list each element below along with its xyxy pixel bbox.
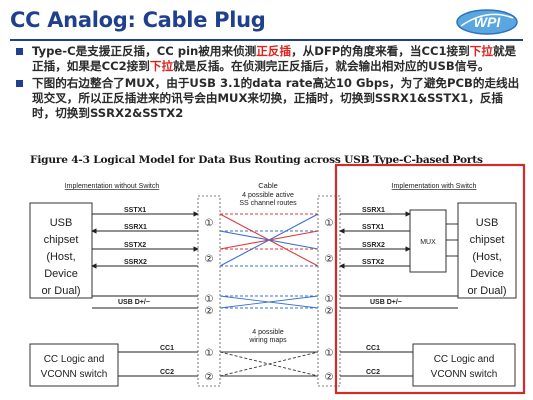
right-signal-label: SSTX1 bbox=[362, 224, 384, 231]
left-cc-logic-line2: VCONN switch bbox=[41, 369, 108, 380]
chipset-label-line: (Host, bbox=[472, 251, 501, 263]
plug-position-mark: ① bbox=[205, 218, 214, 229]
chipset-label-line: (Host, bbox=[46, 251, 75, 263]
cable-heading: Cable bbox=[258, 181, 278, 190]
routes-note-line2: SS channel routes bbox=[239, 200, 297, 207]
highlighted-text: 正反插 bbox=[256, 44, 292, 58]
chipset-label-line: Device bbox=[470, 268, 504, 280]
slide-title: CC Analog: Cable Plug bbox=[10, 8, 266, 32]
logo-text: WPI bbox=[474, 14, 502, 30]
wiring-note-line1: 4 possible bbox=[252, 329, 284, 336]
right-usb-chipset-label: USB chipset (Host, Device or Dual) bbox=[467, 217, 506, 297]
right-plug bbox=[317, 195, 341, 387]
cc-route-line bbox=[219, 351, 319, 377]
logo-swoosh bbox=[460, 13, 514, 27]
bullet-text: 就是正插，如果是CC2接到 bbox=[32, 44, 517, 73]
right-signal-label: SSRX1 bbox=[362, 207, 385, 214]
plug-position-mark: ② bbox=[325, 254, 334, 265]
signal-wires: SSTX1SSRX1SSTX2SSRX2SSRX1SSTX1SSRX2SSTX2… bbox=[91, 207, 458, 377]
highlighted-text: 下拉 bbox=[149, 59, 174, 73]
left-signal-label: SSTX1 bbox=[124, 207, 146, 214]
left-heading: Implementation without Switch bbox=[65, 183, 160, 190]
right-cc-logic-line2: VCONN switch bbox=[431, 369, 498, 380]
right-cc2-label: CC2 bbox=[366, 369, 380, 376]
mux-box bbox=[409, 209, 447, 273]
plug-position-mark: ① bbox=[205, 348, 214, 359]
plug-position-mark: ② bbox=[325, 306, 334, 317]
left-cc1-label: CC1 bbox=[160, 345, 174, 352]
chipset-label-line: or Dual) bbox=[467, 285, 506, 297]
chipset-label-line: USB bbox=[476, 217, 499, 229]
bullet-list: Type-C是支援正反插，CC pin被用来侦测正反插，从DFP的角度来看，当C… bbox=[10, 44, 525, 123]
figure-caption: Figure 4-3 Logical Model for Data Bus Ro… bbox=[30, 154, 483, 166]
ss-route-line bbox=[219, 213, 319, 267]
plug-position-mark: ① bbox=[325, 218, 334, 229]
chipset-label-line: or Dual) bbox=[41, 285, 80, 297]
left-usb-chipset-box bbox=[29, 202, 93, 299]
chipset-label-line: Device bbox=[44, 268, 78, 280]
left-plug bbox=[197, 195, 221, 387]
bullet-square-icon bbox=[16, 48, 23, 55]
right-cc-logic-line1: CC Logic and bbox=[434, 354, 495, 365]
right-cc-logic-box bbox=[412, 343, 516, 387]
routes-note-line1: 4 possible active bbox=[242, 192, 294, 199]
mux-label: MUX bbox=[420, 239, 436, 246]
bullet-text: ，从DFP的角度来看，当CC1接到 bbox=[291, 44, 470, 58]
left-cc-logic-line1: CC Logic and bbox=[44, 354, 105, 365]
left-signal-label: SSRX2 bbox=[124, 259, 147, 266]
highlighted-text: 下拉 bbox=[469, 44, 493, 58]
left-cc2-label: CC2 bbox=[160, 369, 174, 376]
left-cc-logic-box bbox=[29, 343, 119, 387]
cable-routes bbox=[219, 213, 319, 377]
plug-position-mark: ② bbox=[205, 372, 214, 383]
right-usb-chipset-box bbox=[457, 202, 517, 299]
logo-ellipse bbox=[456, 9, 518, 35]
plug-position-mark: ② bbox=[325, 372, 334, 383]
bullet-text: 就是反插。在侦测完正反插后，就会输出相对应的USB信号。 bbox=[173, 59, 490, 73]
bullet-item: Type-C是支援正反插，CC pin被用来侦测正反插，从DFP的角度来看，当C… bbox=[10, 44, 525, 74]
right-signal-label: SSRX2 bbox=[362, 242, 385, 249]
plug-position-mark: ① bbox=[205, 294, 214, 305]
bullet-item: 下图的右边整合了MUX，由于USB 3.1的data rate高达10 Gbps… bbox=[10, 76, 525, 121]
chipset-label-line: USB bbox=[50, 217, 73, 229]
title-divider bbox=[10, 39, 523, 41]
usb2-route-line bbox=[219, 295, 319, 309]
right-heading: Implementation with Switch bbox=[392, 183, 477, 190]
chipset-label-line: chipset bbox=[470, 234, 505, 246]
right-cc1-label: CC1 bbox=[366, 345, 380, 352]
left-signal-label: SSTX2 bbox=[124, 242, 146, 249]
switch-implementation-frame bbox=[334, 163, 526, 395]
right-usb-dpdm-label: USB D+/− bbox=[370, 299, 402, 306]
bullet-text: Type-C是支援正反插，CC pin被用来侦测 bbox=[32, 44, 257, 58]
plug-position-mark: ② bbox=[205, 306, 214, 317]
wiring-note-line2: wiring maps bbox=[248, 337, 287, 344]
left-usb-chipset-label: USB chipset (Host, Device or Dual) bbox=[41, 217, 80, 297]
plug-position-mark: ② bbox=[205, 254, 214, 265]
left-signal-label: SSRX1 bbox=[124, 224, 147, 231]
right-signal-label: SSTX2 bbox=[362, 259, 384, 266]
left-usb-dpdm-label: USB D+/− bbox=[118, 299, 150, 306]
wpi-logo: WPI bbox=[456, 9, 518, 35]
chipset-label-line: chipset bbox=[44, 234, 79, 246]
bullet-text: 下图的右边整合了MUX，由于USB 3.1的data rate高达10 Gbps… bbox=[32, 76, 520, 120]
plug-position-mark: ① bbox=[325, 348, 334, 359]
plug-position-mark: ① bbox=[325, 294, 334, 305]
bullet-square-icon bbox=[16, 80, 23, 87]
